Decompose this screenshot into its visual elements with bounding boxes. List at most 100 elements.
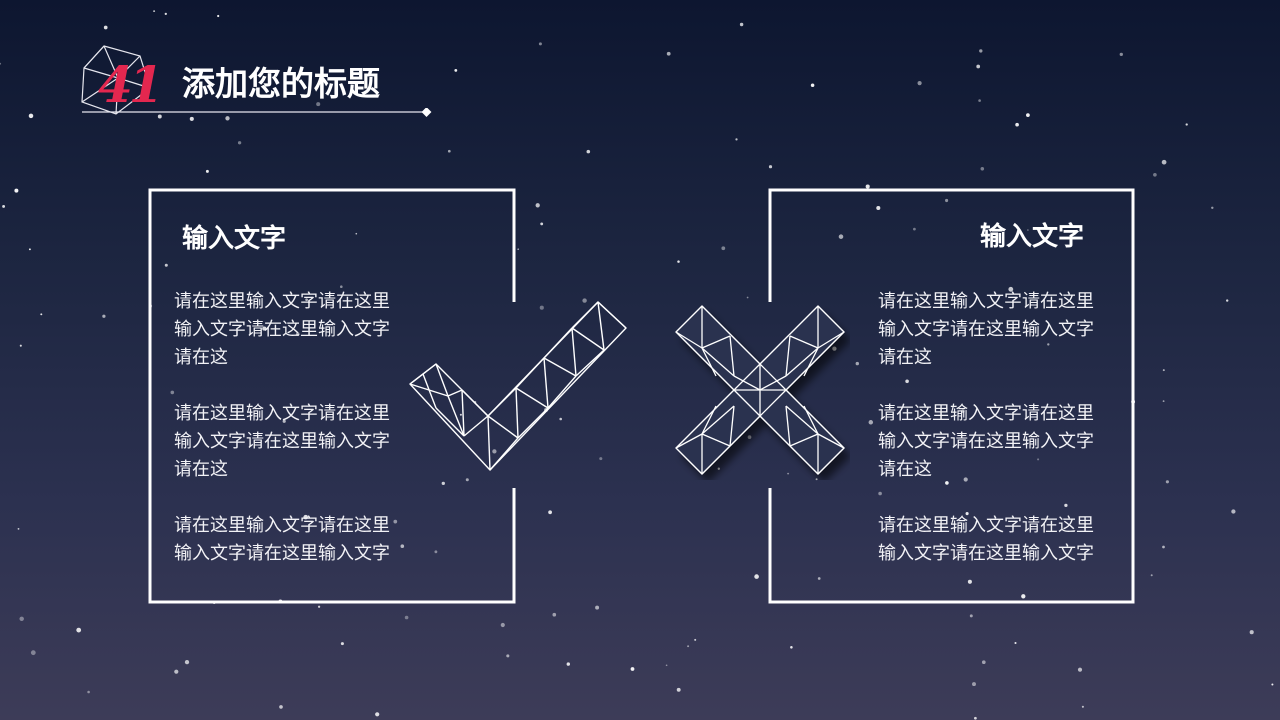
star-dot — [717, 467, 720, 470]
star-dot — [1081, 705, 1084, 708]
right-panel-heading: 输入文字 — [980, 222, 1085, 252]
star-dot — [972, 682, 976, 687]
star-dot — [1162, 400, 1165, 403]
star-dot — [517, 248, 519, 250]
star-dot — [817, 577, 821, 580]
star-dot — [677, 260, 680, 263]
star-dot — [746, 296, 749, 299]
cross-mark-icon — [675, 305, 845, 475]
slide-title: 添加您的标题 — [182, 64, 380, 103]
star-dot — [535, 203, 540, 208]
star-dot — [566, 662, 570, 666]
star-dot — [164, 263, 168, 267]
star-dot — [340, 642, 344, 646]
star-dot — [1185, 123, 1188, 126]
star-dot — [945, 198, 949, 203]
star-dot — [676, 687, 681, 692]
star-dot — [976, 64, 981, 69]
star-dot — [103, 25, 108, 30]
star-dot — [148, 304, 153, 308]
star-dot — [28, 113, 34, 119]
star-dot — [14, 188, 19, 193]
star-dot — [1014, 641, 1017, 645]
star-dot — [217, 14, 220, 18]
star-dot — [810, 83, 815, 87]
right-paragraph-3: 请在这里输入文字请在这里输入文字请在这里输入文字 — [878, 515, 1094, 564]
star-dot — [404, 615, 409, 620]
polygon-gem-icon — [81, 45, 151, 115]
star-dot — [1021, 594, 1026, 599]
star-dot — [225, 116, 230, 121]
star-dot — [913, 227, 916, 231]
star-dot — [189, 116, 194, 121]
star-dot — [1249, 630, 1254, 635]
star-dot — [1231, 509, 1236, 514]
star-dot — [170, 390, 175, 395]
star-dot — [1064, 503, 1068, 508]
star-dot — [1271, 683, 1274, 686]
star-dot — [735, 138, 738, 141]
star-dot — [2, 204, 6, 208]
star-dot — [868, 420, 874, 425]
star-dot — [278, 599, 283, 604]
left-paragraph-2: 请在这里输入文字请在这里输入文字请在这里输入文字请在这 — [174, 403, 390, 480]
star-dot — [1150, 574, 1153, 577]
star-dot — [1026, 113, 1030, 117]
star-dot — [595, 605, 600, 610]
star-dot — [441, 481, 445, 486]
star-dot — [878, 491, 882, 496]
left-paragraph-3: 请在这里输入文字请在这里输入文字请在这里输入文字 — [174, 515, 390, 564]
star-dot — [1165, 480, 1169, 484]
star-dot — [500, 622, 505, 628]
star-dot — [1131, 399, 1136, 404]
star-dot — [974, 716, 977, 720]
star-dot — [157, 114, 162, 119]
star-dot — [721, 246, 726, 251]
star-dot — [1015, 122, 1019, 127]
star-dot — [375, 712, 380, 717]
star-dot — [599, 457, 603, 461]
star-dot — [790, 646, 793, 649]
star-dot — [1119, 52, 1123, 57]
star-dot — [102, 314, 106, 318]
star-dot — [1162, 545, 1165, 549]
right-paragraph-1: 请在这里输入文字请在这里输入文字请在这里输入文字请在这 — [878, 291, 1094, 368]
star-dot — [454, 68, 458, 72]
star-dot — [838, 234, 844, 239]
slide-number: 41 — [98, 55, 164, 114]
star-dot — [355, 232, 358, 235]
star-dot — [87, 690, 90, 694]
star-dot — [1153, 172, 1157, 177]
star-dot — [164, 12, 167, 16]
left-panel-heading: 输入文字 — [182, 224, 287, 254]
slide-title-block: 41 添加您的标题 — [78, 42, 438, 122]
star-dot — [76, 627, 82, 633]
check-mark-icon — [409, 301, 627, 471]
star-dot — [174, 669, 179, 674]
star-dot — [665, 664, 668, 667]
star-dot — [19, 344, 22, 347]
star-dot — [19, 616, 24, 622]
star-dot — [237, 141, 242, 145]
star-dot — [548, 510, 552, 515]
title-underline — [82, 108, 432, 117]
star-dot — [981, 660, 986, 665]
left-paragraph-1: 请在这里输入文字请在这里输入文字请在这里输入文字请在这 — [174, 291, 390, 368]
star-dot — [855, 361, 859, 366]
star-dot — [1161, 159, 1167, 165]
star-dot — [694, 638, 697, 641]
star-dot — [967, 579, 972, 584]
star-dot — [586, 149, 591, 154]
star-dot — [0, 62, 2, 65]
star-dot — [40, 313, 43, 316]
star-dot — [687, 645, 690, 648]
star-dot — [153, 10, 156, 13]
star-dot — [506, 654, 510, 658]
star-dot — [465, 478, 469, 482]
star-dot — [876, 205, 881, 211]
star-dot — [17, 527, 20, 530]
star-dot — [279, 705, 283, 709]
star-dot — [969, 614, 973, 618]
star-dot — [768, 165, 773, 169]
star-dot — [1162, 369, 1165, 372]
